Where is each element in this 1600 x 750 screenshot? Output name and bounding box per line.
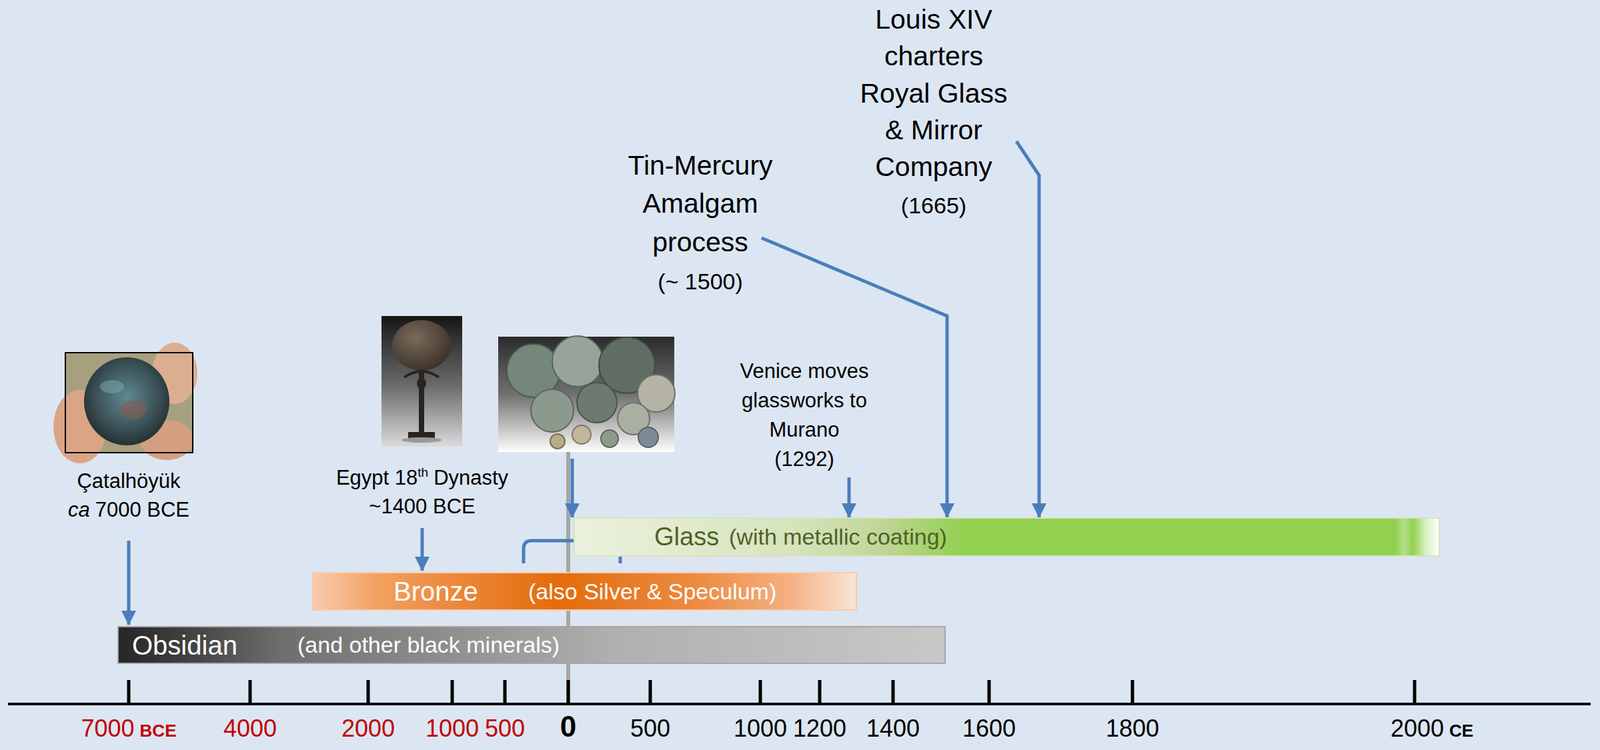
label-line: 1000 — [425, 714, 479, 743]
band-note: (also Silver & Speculum) — [528, 578, 777, 606]
year-label: 500 — [484, 714, 525, 743]
event-callout: Louis XIV charters Royal Glass & Mirror … — [850, 1, 1018, 223]
label-line: 2000 — [341, 714, 395, 743]
label-line: 4000 — [223, 714, 277, 743]
bronze-band: Bronze (also Silver & Speculum) — [312, 572, 858, 611]
label-line: ~1400 BCE — [336, 492, 509, 521]
bronze-mirrors-photo — [498, 336, 675, 453]
callout-text: 7000 BCE — [95, 498, 190, 522]
event-callout: Tin-Mercury Amalgam process (~ 1500) — [620, 146, 781, 301]
year-label: 1400 — [866, 714, 920, 743]
band-note: (with metallic coating) — [728, 523, 948, 551]
obsidian-mirror-photo — [53, 342, 198, 464]
year-label: BCE — [140, 720, 177, 741]
event-callout: Çatalhöyükca7000 BCE — [68, 466, 190, 525]
year-label: 1000 — [733, 714, 787, 743]
obsidian-band: Obsidian (and other black minerals) — [117, 626, 946, 665]
callout-text: Louis XIV charters Royal Glass & Mirror … — [859, 4, 1008, 183]
label-line: (~ 1500) — [620, 261, 781, 300]
axis-label: 4000 — [223, 714, 277, 743]
label-line: 7000BCE — [81, 714, 177, 743]
label-line: Venice moves glassworks to Murano — [732, 356, 877, 445]
year-label: 2000 — [341, 714, 395, 743]
callout-text: (1665) — [901, 192, 967, 219]
label-line: Tin-Mercury Amalgam process — [620, 146, 781, 262]
axis-label: 2000CE — [1390, 714, 1474, 743]
egyptian-mirror-photo — [381, 316, 463, 447]
axis-label: 1000 — [425, 714, 479, 743]
band-title: Bronze — [393, 575, 479, 608]
year-label: 2000 — [1390, 714, 1444, 743]
label-line: 500 — [630, 714, 671, 743]
event-callout: Venice moves glassworks to Murano (1292) — [732, 356, 877, 475]
label-line: 1600 — [962, 714, 1016, 743]
label-line: (1292) — [732, 444, 877, 475]
year-label: 500 — [630, 714, 671, 743]
label-line: Louis XIV charters Royal Glass & Mirror … — [850, 1, 1018, 187]
axis-label: 2000 — [341, 714, 395, 743]
callout-text: (~ 1500) — [657, 268, 743, 295]
callout-text: Tin-Mercury Amalgam process — [627, 150, 773, 258]
label-line: 0 — [560, 710, 577, 743]
band-title: Glass — [654, 522, 719, 553]
year-label: CE — [1449, 720, 1474, 741]
glass-band: Glass (with metallic coating) — [573, 517, 1440, 557]
axis-label: 1000 — [733, 714, 787, 743]
axis-label: 500 — [630, 714, 671, 743]
label-line: Egypt 18th Dynasty — [336, 463, 509, 493]
label-line: 500 — [484, 714, 525, 743]
band-title: Obsidian — [132, 629, 238, 662]
axis-label: 0 — [560, 710, 577, 743]
callout-text: th — [417, 465, 429, 480]
year-label: 0 — [560, 710, 577, 743]
axis-label: 1200 — [792, 714, 847, 743]
callout-text: (1292) — [774, 447, 835, 471]
year-label: 1800 — [1105, 714, 1160, 743]
label-line: 2000CE — [1390, 714, 1474, 743]
callout-text: ~1400 BCE — [368, 494, 475, 519]
label-line: 1000 — [733, 714, 787, 743]
axis-label: 1400 — [866, 714, 920, 743]
event-callout: Egypt 18th Dynasty ~1400 BCE — [336, 463, 509, 522]
callout-text: Egypt 18 — [336, 466, 418, 490]
axis-label: 7000BCE — [81, 714, 177, 743]
year-label: 1200 — [792, 714, 847, 743]
callout-text: Dynasty — [433, 466, 509, 490]
label-line: (1665) — [850, 186, 1018, 223]
axis-label: 1600 — [962, 714, 1016, 743]
label-line: Çatalhöyük — [68, 466, 190, 496]
label-line: 1800 — [1105, 714, 1160, 743]
label-line: 1400 — [866, 714, 920, 743]
axis-label: 500 — [484, 714, 525, 743]
year-label: 1000 — [425, 714, 479, 743]
year-label: 1600 — [962, 714, 1016, 743]
callout-text: ca — [68, 498, 91, 522]
axis-label: 1800 — [1105, 714, 1160, 743]
label-line: 1200 — [792, 714, 847, 743]
time-axis — [8, 680, 1591, 705]
callout-text: Venice moves glassworks to Murano — [740, 359, 870, 442]
year-label: 7000 — [81, 714, 135, 743]
year-label: 4000 — [223, 714, 277, 743]
label-line: ca7000 BCE — [68, 495, 190, 525]
band-note: (and other black minerals) — [297, 631, 560, 659]
callout-text: Çatalhöyük — [76, 469, 181, 493]
